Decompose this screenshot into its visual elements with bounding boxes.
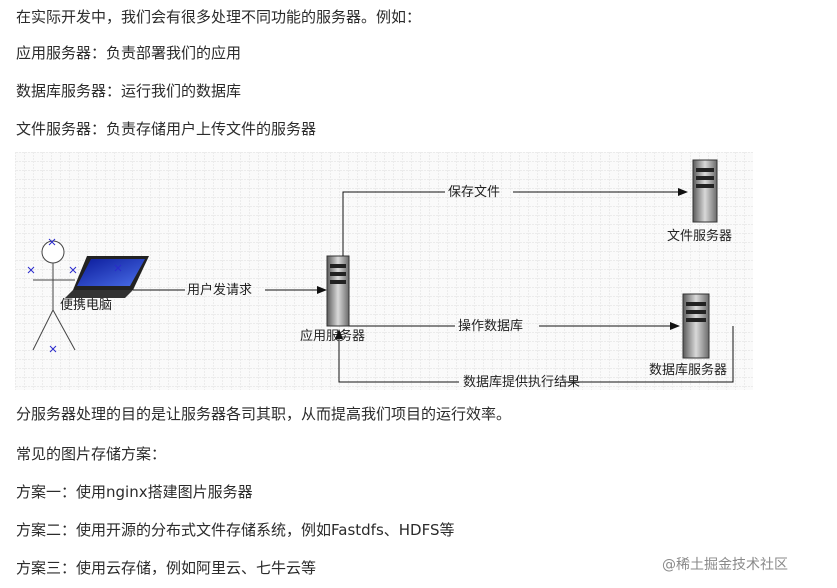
- request-label: 用户发请求: [187, 282, 252, 298]
- watermark: @稀土掘金技术社区: [662, 557, 788, 573]
- save-file-label: 保存文件: [448, 185, 500, 200]
- app-server-desc: 应用服务器：负责部署我们的应用: [16, 44, 242, 62]
- svg-text:@稀土掘金技术社区: @稀土掘金技术社区: [662, 557, 788, 573]
- laptop-icon: [65, 256, 149, 298]
- db-server-icon: [682, 293, 710, 359]
- app-server-label: 应用服务器: [300, 328, 365, 344]
- db-server-desc: 数据库服务器：运行我们的数据库: [16, 82, 242, 100]
- scheme-item: 方案二：使用开源的分布式文件存储系统，例如Fastdfs、HDFS等: [16, 521, 455, 539]
- user-figure-icon: [32, 240, 76, 351]
- server-architecture-diagram: 便携电脑 用户发请求 应用服务器 保存文件 文件服务器 操作数据库 数据库服务器…: [15, 152, 753, 390]
- file-server-desc: 文件服务器：负责存储用户上传文件的服务器: [16, 120, 317, 138]
- schemes-title: 常见的图片存储方案：: [16, 445, 167, 463]
- summary-text: 分服务器处理的目的是让服务器各司其职，从而提高我们项目的运行效率。: [16, 405, 512, 423]
- selection-markers: [27, 238, 77, 353]
- intro-text: 在实际开发中，我们会有很多处理不同功能的服务器。例如：: [16, 8, 422, 26]
- file-server-label: 文件服务器: [667, 228, 732, 244]
- db-server-label: 数据库服务器: [649, 362, 727, 378]
- scheme-item: 方案三：使用云存储，例如阿里云、七牛云等: [16, 559, 317, 577]
- app-server-icon: [326, 255, 350, 327]
- operate-db-label: 操作数据库: [458, 318, 523, 334]
- db-result-label: 数据库提供执行结果: [463, 374, 580, 390]
- scheme-item: 方案一：使用nginx搭建图片服务器: [16, 483, 253, 501]
- laptop-label: 便携电脑: [60, 297, 112, 313]
- file-server-icon: [692, 159, 718, 223]
